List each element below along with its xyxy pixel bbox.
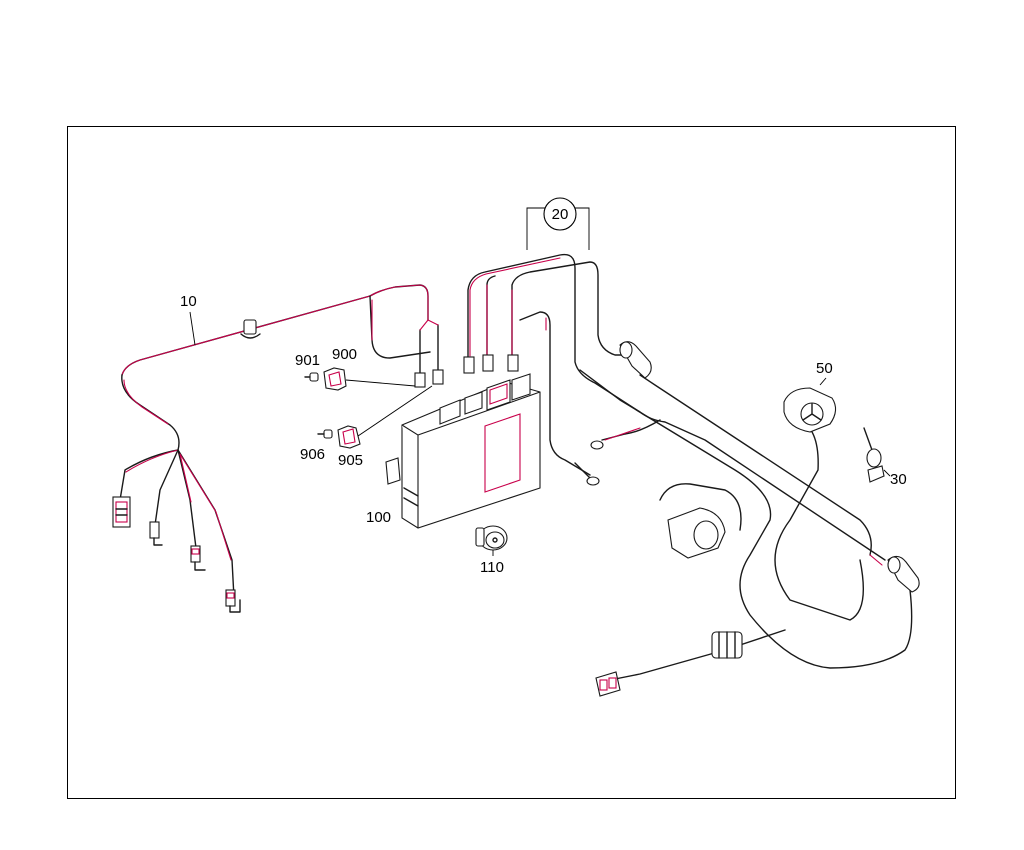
terminal-3[interactable] — [225, 589, 241, 613]
callout-905: 905 — [338, 452, 363, 469]
pin-901[interactable] — [304, 372, 319, 382]
callout-100: 100 — [366, 509, 391, 526]
clip-30[interactable] — [863, 427, 891, 483]
harness-20[interactable] — [463, 207, 920, 697]
terminal-2[interactable] — [190, 545, 206, 571]
callout-900: 900 — [332, 346, 357, 363]
connector-block-left[interactable] — [112, 496, 131, 528]
callout-906: 906 — [300, 446, 325, 463]
callout-50: 50 — [816, 360, 833, 377]
diagram-frame — [67, 126, 956, 799]
callout-30: 30 — [890, 471, 907, 488]
plug-905[interactable] — [337, 385, 433, 449]
harness-plugs-center[interactable] — [414, 319, 444, 388]
terminal-1[interactable] — [149, 521, 163, 546]
plug-900[interactable] — [323, 367, 416, 391]
sensor-50[interactable] — [783, 377, 837, 433]
callout-20: 20 — [552, 206, 569, 223]
connector-110[interactable] — [475, 525, 508, 551]
pin-906[interactable] — [317, 429, 333, 439]
harness-10[interactable] — [119, 284, 431, 599]
callout-20-circle — [543, 197, 577, 231]
callout-110: 110 — [480, 559, 504, 576]
callout-901: 901 — [295, 352, 320, 369]
control-unit-100[interactable] — [385, 373, 541, 529]
callout-10: 10 — [180, 293, 197, 310]
